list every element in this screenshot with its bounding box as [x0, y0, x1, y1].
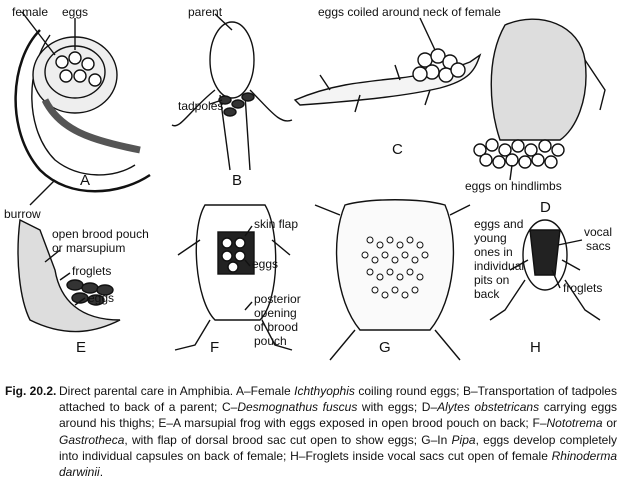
- caption-species: Pipa: [451, 432, 476, 447]
- panel-g-drawing: [314, 199, 471, 361]
- figure-number: Fig. 20.2.: [5, 384, 57, 398]
- panel-letter-g: G: [379, 339, 391, 356]
- panel-letter-d: D: [540, 199, 551, 216]
- label-pits-on: pits on: [474, 273, 510, 287]
- label-froglets-e: froglets: [72, 264, 112, 278]
- figure-caption: Fig. 20.2. Direct parental care in Amphi…: [5, 383, 617, 480]
- label-eggs-a: eggs: [62, 5, 89, 19]
- label-female: female: [12, 5, 49, 19]
- label-sacs: sacs: [586, 239, 611, 253]
- panel-d-drawing: [473, 18, 606, 181]
- panel-e-drawing: [17, 218, 121, 333]
- panel-letter-f: F: [210, 339, 220, 356]
- panel-c-drawing: [293, 17, 482, 113]
- panel-a-drawing: [14, 11, 151, 206]
- label-vocal: vocal: [584, 225, 613, 239]
- caption-species: Gastrotheca: [59, 432, 125, 447]
- label-young: young: [474, 231, 507, 245]
- caption-seg: with eggs; D–: [357, 400, 438, 415]
- panel-letter-a: A: [80, 172, 91, 189]
- panel-h-drawing: [489, 219, 601, 321]
- caption-seg: coiling round eggs; B–Transportation of …: [59, 384, 617, 415]
- label-tadpoles: tadpoles: [178, 99, 224, 113]
- caption-seg: , eggs develop completely into individua…: [59, 432, 618, 463]
- panel-letter-e: E: [76, 339, 87, 356]
- caption-species: Ichthyophis: [294, 384, 355, 398]
- label-opening: opening: [254, 306, 297, 320]
- label-burrow: burrow: [4, 207, 41, 221]
- caption-species: Nototrema: [546, 416, 603, 431]
- label-parent: parent: [188, 5, 223, 19]
- panel-letter-h: H: [530, 339, 541, 356]
- caption-seg: .: [99, 465, 104, 480]
- caption-text: Direct parental care in Amphibia. A–Fema…: [59, 383, 617, 480]
- panel-b-drawing: [171, 13, 293, 171]
- label-individual: individual: [474, 259, 525, 273]
- caption-species: Rhinoderma darwinii: [59, 448, 617, 480]
- label-posterior: posterior: [254, 292, 301, 306]
- caption-species: Desmognathus fuscus: [237, 400, 358, 415]
- label-eggs-f: eggs: [252, 257, 279, 271]
- label-open-brood-pouch: open brood pouch: [52, 227, 149, 241]
- label-ones-in: ones in: [474, 245, 513, 259]
- panel-letter-c: C: [392, 141, 403, 158]
- illustrations: [14, 11, 606, 361]
- caption-seg: or: [602, 416, 617, 431]
- label-eggs-e: eggs: [88, 291, 115, 305]
- label-of-brood: of brood: [254, 320, 299, 334]
- caption-seg: , with flap of dorsal brood sac cut open…: [124, 432, 452, 447]
- caption-species: Alytes obstetricans: [437, 400, 540, 415]
- caption-seg: Direct parental care in Amphibia. A–Fema…: [59, 384, 295, 398]
- label-froglets-h: froglets: [563, 281, 603, 295]
- label-eggs-and: eggs and: [474, 217, 524, 231]
- label-back: back: [474, 287, 500, 301]
- panel-letter-b: B: [232, 172, 243, 189]
- label-skin-flap: skin flap: [254, 217, 299, 231]
- label-eggs-coiled: eggs coiled around neck of female: [318, 5, 501, 19]
- label-eggs-hindlimbs: eggs on hindlimbs: [465, 179, 562, 193]
- caption-seg: carrying eggs around his thighs; E–A mar…: [59, 400, 617, 431]
- label-or-marsupium: or marsupium: [52, 241, 126, 255]
- label-pouch: pouch: [254, 334, 287, 348]
- panel-f-drawing: [174, 204, 293, 351]
